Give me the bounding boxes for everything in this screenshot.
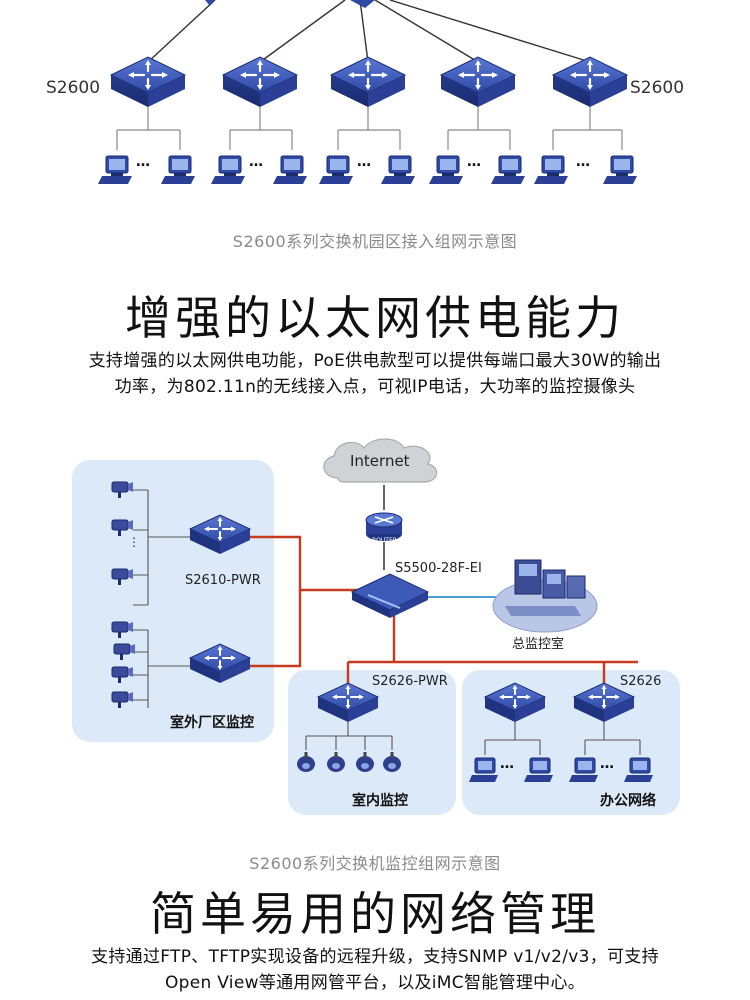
core-switch-icon [350,573,430,618]
uplink-lines [147,0,591,63]
diagram2-caption: S2600系列交换机监控组网示意图 [249,854,501,873]
right-switch-label: S2600 [630,78,685,98]
monitor-room-icon [492,559,598,633]
outdoor-zone-label: 室外厂区监控 [170,715,254,731]
router-label: ROUTER [372,537,397,544]
indoor-switch-label: S2626-PWR [372,674,448,689]
diagram1-caption: S2600系列交换机园区接入组网示意图 [232,232,518,251]
management-heading: 简单易用的网络管理 [150,887,600,941]
internet-label: Internet [350,452,410,470]
pc-ellipsis: … [600,756,614,772]
campus-access-graphic [97,0,638,185]
poe-links [248,535,638,686]
internet-cloud [323,438,438,483]
access-switches [109,55,629,109]
pc-ellipsis: … [500,756,514,772]
pc-ellipsis: … [576,154,590,170]
poe-desc-line2: 功率，为802.11n的无线接入点，可视IP电话，大功率的监控摄像头 [114,377,636,397]
pc-ellipsis: … [467,154,481,170]
pwr-switch-label: S2610-PWR [185,573,261,588]
surveillance-diagram: Internet ROUTER S5500-28F-EI 总监控室 S2610-… [0,430,750,840]
office-switch-label: S2626 [620,674,662,689]
outdoor-zone [72,460,274,742]
left-switch-label: S2600 [46,78,101,98]
pc-ellipsis: … [249,154,263,170]
access-link-lines [116,105,623,150]
pc-ellipsis: … [136,154,150,170]
monitor-room-label: 总监控室 [512,637,565,652]
pc-ellipsis: … [357,154,371,170]
device-links [133,489,641,755]
poe-desc-line1: 支持增强的以太网供电功能，PoE供电款型可以提供每端口最大30W的输出 [88,351,662,371]
management-desc-line1: 支持通过FTP、TFTP实现设备的远程升级，支持SNMP v1/v2/v3，可支… [91,947,659,967]
poe-heading: 增强的以太网供电能力 [125,291,625,345]
core-switch-label: S5500-28F-EI [395,561,482,576]
vertical-ellipsis: ⋮ [128,535,140,549]
indoor-zone-label: 室内监控 [352,793,408,809]
campus-access-diagram: S2600 S2600 … … … … … [0,0,750,260]
surveillance-graphic [72,438,680,815]
management-desc-line2: Open View等通用网管平台，以及iMC智能管理中心。 [164,973,586,993]
router-icon [365,512,403,541]
office-zone-label: 办公网络 [600,793,656,809]
